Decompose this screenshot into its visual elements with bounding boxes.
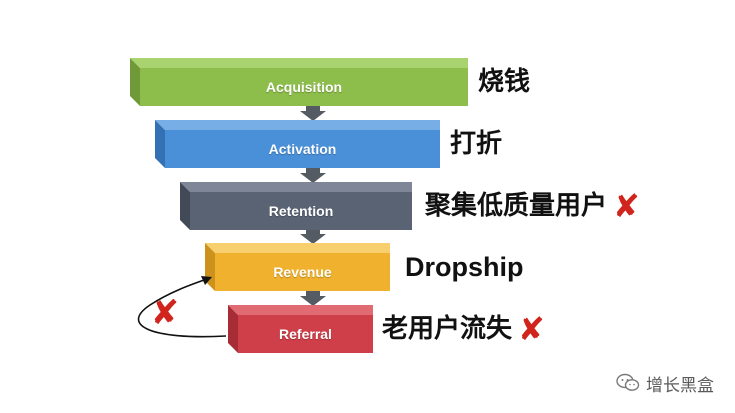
wechat-icon (616, 373, 640, 391)
stage-note-retention: 聚集低质量用户✘ (425, 187, 640, 225)
stage-note-text: 聚集低质量用户 (425, 191, 608, 221)
funnel-stage-acquisition (130, 58, 468, 106)
stage-connector-arrow (300, 106, 326, 121)
stage-label-revenue: Revenue (273, 264, 332, 280)
watermark-text: 增长黑盒 (646, 375, 714, 396)
stage-label-activation: Activation (268, 141, 337, 157)
stage-note-activation: 打折 (450, 129, 502, 159)
stage-label-retention: Retention (268, 203, 334, 219)
red-cross-icon: ✘ (613, 187, 640, 225)
stage-connector-arrow (300, 291, 326, 306)
stage-note-text: Dropship (405, 252, 524, 282)
stage-note-text: 老用户流失 (382, 314, 513, 344)
funnel-stage-activation (155, 120, 440, 168)
stage-note-referral: 老用户流失✘ (382, 310, 545, 348)
loop-cross-icon: ✘ (150, 293, 180, 333)
stage-note-acquisition: 烧钱 (478, 67, 530, 97)
stage-connector-arrow (300, 168, 326, 183)
referral-loop-arrow (137, 276, 227, 338)
funnel-stage-referral (228, 305, 373, 353)
funnel-stage-retention (180, 182, 412, 230)
watermark: 增长黑盒 (616, 371, 714, 396)
funnel-stage-revenue (205, 243, 390, 291)
stage-note-text: 打折 (450, 129, 503, 159)
stage-note-revenue: Dropship (405, 252, 524, 282)
red-cross-icon: ✘ (518, 310, 545, 348)
stage-connector-arrow (300, 230, 326, 244)
stage-label-referral: Referral (279, 326, 332, 342)
stage-label-acquisition: Acquisition (265, 79, 343, 95)
stage-note-text: 烧钱 (478, 67, 531, 97)
